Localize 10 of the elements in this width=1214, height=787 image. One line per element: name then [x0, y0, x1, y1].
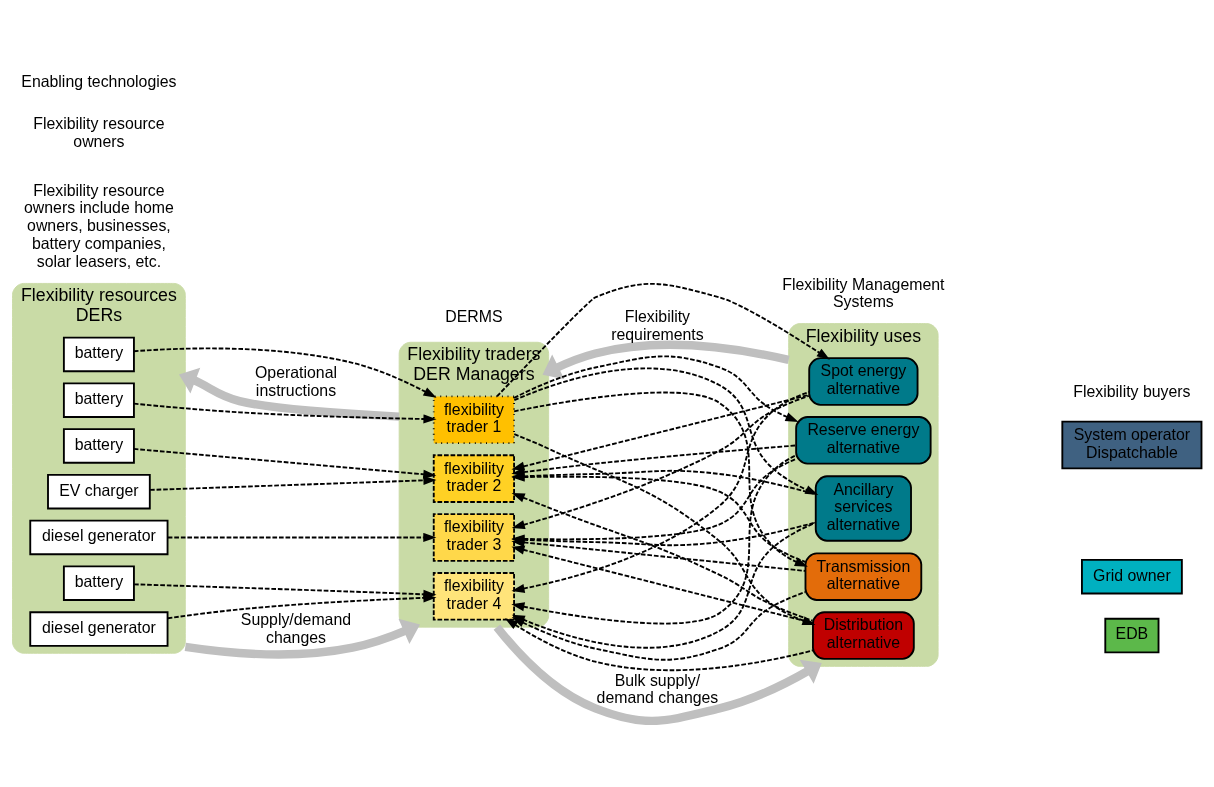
label: Enabling technologies [21, 72, 177, 90]
edge-label: Operational instructions [254, 363, 337, 399]
label: Flexibility buyers [1073, 382, 1191, 400]
label: Flexibility resource owners [33, 114, 165, 150]
edge-label: Supply/demand changes [240, 610, 352, 646]
label: Flexibility Management Systems [782, 275, 945, 310]
label: Flexibility resource owners include home owners, businesses, battery companies, solar leasers, etc. [23, 181, 174, 270]
label: DERMS [445, 307, 503, 325]
edge-label: Flexibility requirements [611, 307, 704, 343]
edge-label: Bulk supply/ demand changes [596, 671, 719, 706]
